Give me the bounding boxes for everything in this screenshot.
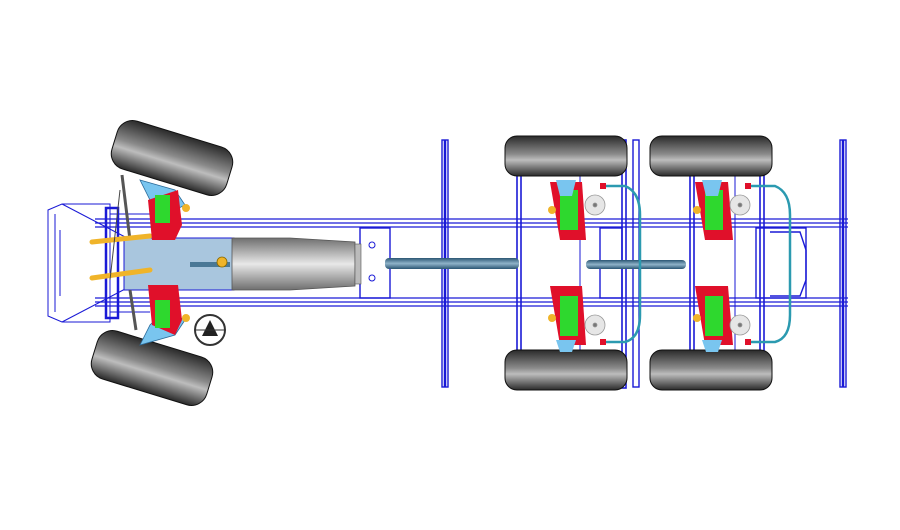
drive-shaft-rear [586,260,686,269]
drive-shaft-front [385,258,519,269]
front-suspension [148,190,190,335]
rear-wheel-1-top [504,135,628,177]
steering-wheel-icon [194,314,226,346]
brake-fittings [600,183,751,345]
transmission-housing [231,237,356,291]
rear-suspension [548,180,733,352]
brake-lines [605,184,792,344]
rear-wheel-2-top [649,135,773,177]
rear-wheel-1-bottom [504,349,628,391]
front-left-wheel [110,120,234,196]
brake-disc-icon [584,194,751,336]
rear-wheel-2-bottom [649,349,773,391]
front-right-wheel [90,330,214,406]
rear-wheels [504,135,773,391]
